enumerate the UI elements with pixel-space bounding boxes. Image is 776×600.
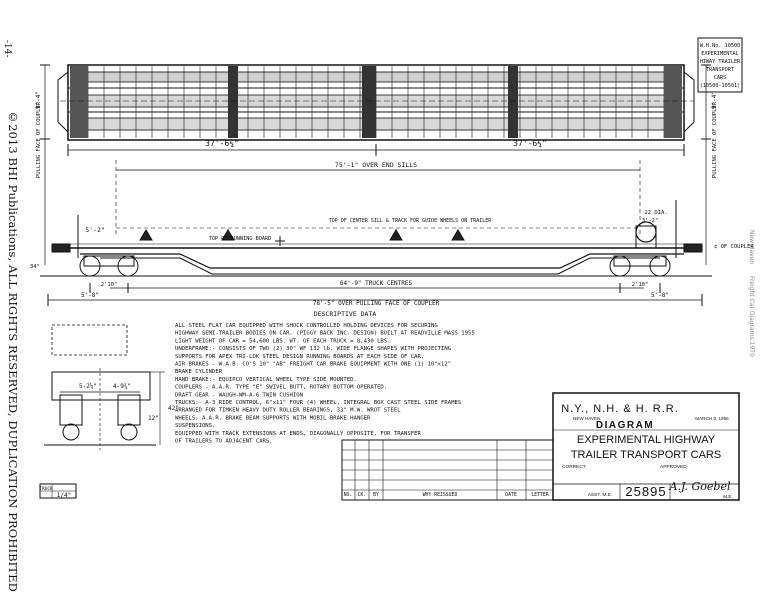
dim-wheel-left: 2'10" — [101, 282, 118, 288]
section-dim-d: 12" — [148, 415, 159, 422]
descriptive-line: HAND BRAKE:- EQUIPCO VERTICAL WHEEL TYPE… — [175, 377, 357, 383]
title-signature: A.J. Goebel — [669, 480, 731, 493]
descriptive-line: DRAFT GEAR - WAUGH-WM-A-6 TWIN CUSHION — [175, 392, 303, 398]
dim-end-bot-right: 5'-8" — [651, 292, 669, 299]
rev-col-by: BY — [373, 492, 379, 498]
rev-col-why: WHY REISSUED — [423, 492, 458, 498]
dim-coupler-height: 34" — [30, 264, 40, 270]
dim-over-end-sills: 75'-1" OVER END SILLS — [335, 161, 417, 169]
side-elevation — [40, 200, 712, 277]
descriptive-line: ALL STEEL FLAT CAR EQUIPPED WITH SHOCK C… — [175, 323, 438, 329]
left-margin: -14- ©2013 BHI Publications, ALL RIGHTS … — [0, 0, 30, 600]
right-margin: New Haven Freight Car Diagrams 1970 — [748, 230, 755, 367]
dim-side-right: PULLING FACE OF COUPLER — [712, 101, 718, 178]
title-line1: EXPERIMENTAL HIGHWAY — [577, 434, 716, 446]
dim-height-left: 9'-4" — [35, 91, 42, 109]
revision-block — [341, 439, 554, 501]
section-dim-b: 4-9¾" — [113, 383, 131, 390]
copyright-notice: ©2013 BHI Publications, ALL RIGHTS RESER… — [6, 110, 20, 592]
dim-end-bot-left: 5'-8" — [81, 292, 99, 299]
descriptive-title: DESCRIPTIVE DATA — [314, 310, 377, 318]
section-dim-a: 5-2¼" — [79, 383, 97, 390]
dim-right-small: 3'-2" — [642, 218, 659, 224]
rev-col-date: DATE — [505, 492, 517, 498]
title-approved: APPROVED — [660, 464, 687, 470]
title-me: M.E. — [723, 494, 733, 500]
label-running-board: TOP OF RUNNING BOARD — [209, 236, 271, 242]
descriptive-line: SUSPENSIONS. — [175, 423, 215, 429]
title-date: MARCH 9, 1956 — [695, 416, 729, 421]
scale-label: TRUCK — [39, 486, 53, 492]
margin-label-b: Freight Car Diagrams 1970 — [748, 276, 755, 358]
descriptive-line: LIGHT WEIGHT OF CAR = 54,600 LBS. WT. OF… — [175, 338, 391, 344]
top-box-line: TRANSPORT — [706, 67, 734, 73]
descriptive-line: HIGHWAY SEMI-TRAILER BODIES ON CAR. (PIG… — [175, 331, 475, 337]
label-coupler-right: ¢ OF COUPLER — [714, 244, 754, 250]
title-diagram: DIAGRAM — [596, 420, 654, 431]
title-drawing-no: 25895 — [625, 484, 666, 499]
title-line2: TRAILER TRANSPORT CARS — [571, 449, 721, 461]
top-box-line: EXPERIMENTAL — [701, 51, 738, 57]
title-correct: CORRECT — [562, 464, 586, 470]
dim-end-left: 5'-2" — [85, 226, 105, 234]
descriptive-line: UNDERFRAME:- CONSISTS OF TWO (2) 30" WF … — [175, 346, 452, 352]
plan-view — [57, 64, 695, 141]
margin-label-a: New Haven — [748, 230, 755, 265]
dim-wheel-right: 2'10" — [632, 282, 649, 288]
top-box-line: W.H.No. 10500 — [700, 43, 741, 49]
title-railroad: N.Y., N.H. & H. R.R. — [561, 403, 679, 415]
dim-truck-centres: 64'-9" TRUCK CENTRES — [340, 280, 413, 287]
dim-left-half: 37'-6¼" — [205, 139, 239, 148]
descriptive-line: AIR BRAKES - W.A.B. CO'S 10" "AB" FREIGH… — [175, 362, 451, 368]
descriptive-line: ARRANGED FOR TIMKEN HEAVY DUTY ROLLER BE… — [175, 408, 401, 414]
descriptive-line: BRAKE CYLINDER — [175, 369, 223, 375]
rev-col-ck: CK. — [358, 492, 367, 498]
title-asst: ASST. M.E. — [588, 492, 613, 498]
dim-dia: 22 DIA. — [644, 210, 667, 216]
descriptive-line: TRUCKS:- A-3 RIDE CONTROL, 6"x11" FOUR (… — [175, 400, 461, 406]
title-city: NEW HAVEN — [573, 416, 600, 421]
rev-col-no: NO. — [344, 492, 353, 498]
descriptive-line: EQUIPPED WITH TRACK EXTENSIONS AT ENDS, … — [175, 431, 421, 437]
dim-right-half: 37'-6¼" — [513, 139, 547, 148]
top-box-line: CARS — [714, 75, 727, 81]
descriptive-line: OF TRAILERS TO ADJACENT CARS. — [175, 439, 273, 445]
title-block — [552, 392, 740, 501]
descriptive-line: WHEELS, A.A.R. BRAKE BEAM SUPPORTS WITH … — [175, 415, 371, 421]
section-dim-c: 42" — [168, 405, 179, 412]
dim-over-coupler: 78'-5" OVER PULLING FACE OF COUPLER — [313, 300, 440, 307]
descriptive-line: SUPPORTS FOR APEX TRI-LOK STEEL DESIGN R… — [175, 354, 424, 360]
top-box-line: HIWAY TRAILER — [700, 59, 741, 65]
dim-height-right: 9'-4" — [711, 91, 718, 109]
scale-value: 1/4" — [57, 492, 71, 499]
page-number: -14- — [2, 40, 12, 58]
rev-col-letter: LETTER — [531, 492, 548, 498]
descriptive-line: COUPLERS - A.A.R. TYPE "E" SWIVEL BUTT, … — [175, 385, 387, 391]
dim-side-left: PULLING FACE OF COUPLER — [36, 101, 42, 178]
end-section-view — [44, 324, 165, 450]
label-center-sill: TOP OF CENTER SILL & TRACK FOR GUIDE WHE… — [329, 218, 493, 224]
top-box-line: (10500-10501) — [700, 83, 741, 89]
